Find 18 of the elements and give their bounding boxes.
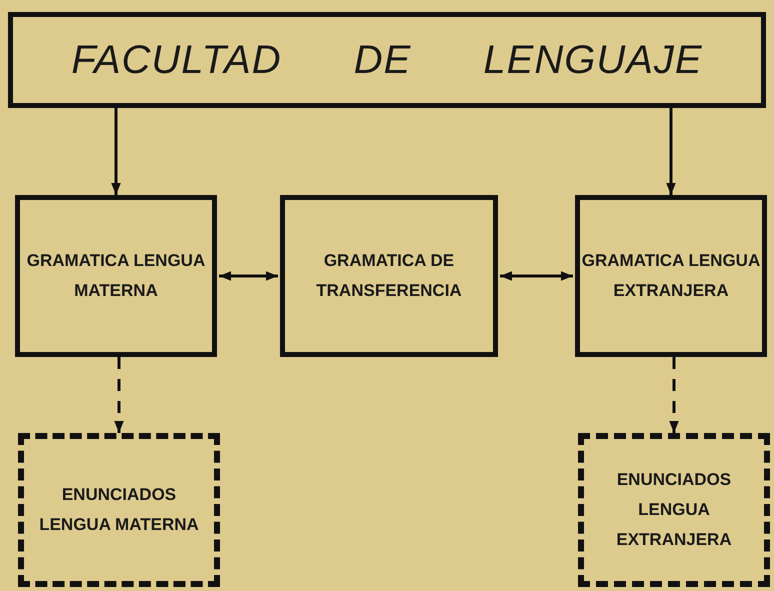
- process-box: [280, 195, 498, 357]
- box-label: GRAMATICA LENGUA EXTRANJERA: [580, 250, 762, 302]
- arrow: [114, 357, 124, 433]
- title-text: FACULTAD DE LENGUAJE: [71, 37, 703, 83]
- process-box: [15, 195, 217, 357]
- arrow: [669, 357, 679, 433]
- arrow: [666, 108, 676, 195]
- title-box: [8, 12, 766, 108]
- arrow: [111, 108, 121, 195]
- dashed-box: [18, 433, 220, 587]
- box-label: GRAMATICA LENGUA MATERNA: [26, 250, 206, 302]
- box-label: ENUNCIADOS LENGUA MATERNA: [38, 484, 200, 536]
- box-label: ENUNCIADOS LENGUA EXTRANJERA: [615, 469, 733, 551]
- dashed-box: [578, 433, 770, 587]
- box-label: GRAMATICA DE TRANSFERENCIA: [315, 250, 463, 302]
- arrow: [500, 271, 573, 281]
- arrow: [219, 271, 278, 281]
- process-box: [575, 195, 767, 357]
